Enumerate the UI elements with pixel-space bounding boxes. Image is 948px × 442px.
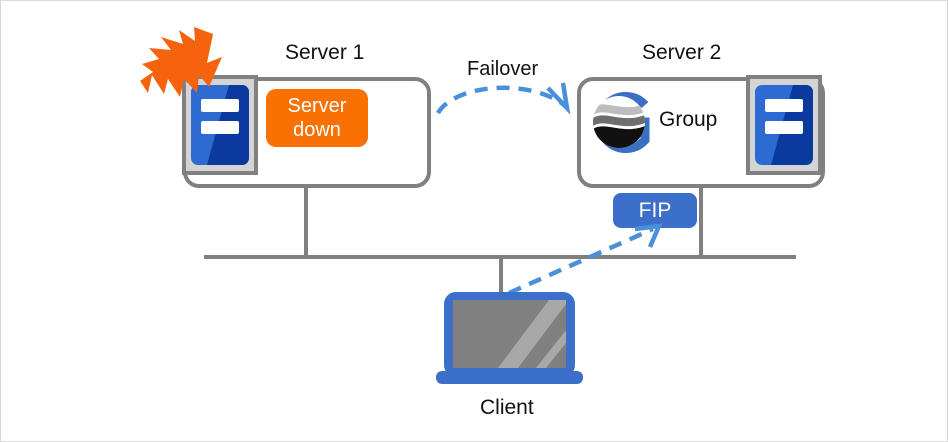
fip-label: FIP	[638, 198, 672, 222]
group-globe-logo	[593, 92, 650, 153]
server-down-line2: down	[293, 119, 341, 141]
fip-badge	[613, 193, 697, 228]
client-monitor-icon	[436, 292, 583, 384]
server-down-label: Server down	[266, 89, 368, 147]
failover-arrow	[436, 82, 571, 115]
server1-label: Server 1	[285, 41, 365, 64]
network-bus-group	[204, 187, 796, 299]
burst-icon	[140, 27, 222, 97]
server1-tower-icon	[182, 75, 258, 175]
client-label: Client	[480, 396, 534, 419]
server2-label: Server 2	[642, 41, 722, 64]
failover-label: Failover	[467, 58, 539, 80]
server2-tower-icon	[746, 75, 822, 175]
client-to-fip-arrow	[508, 223, 663, 296]
server-down-line1: Server	[287, 95, 347, 117]
group-label: Group	[659, 108, 718, 131]
server-down-badge	[266, 89, 368, 147]
